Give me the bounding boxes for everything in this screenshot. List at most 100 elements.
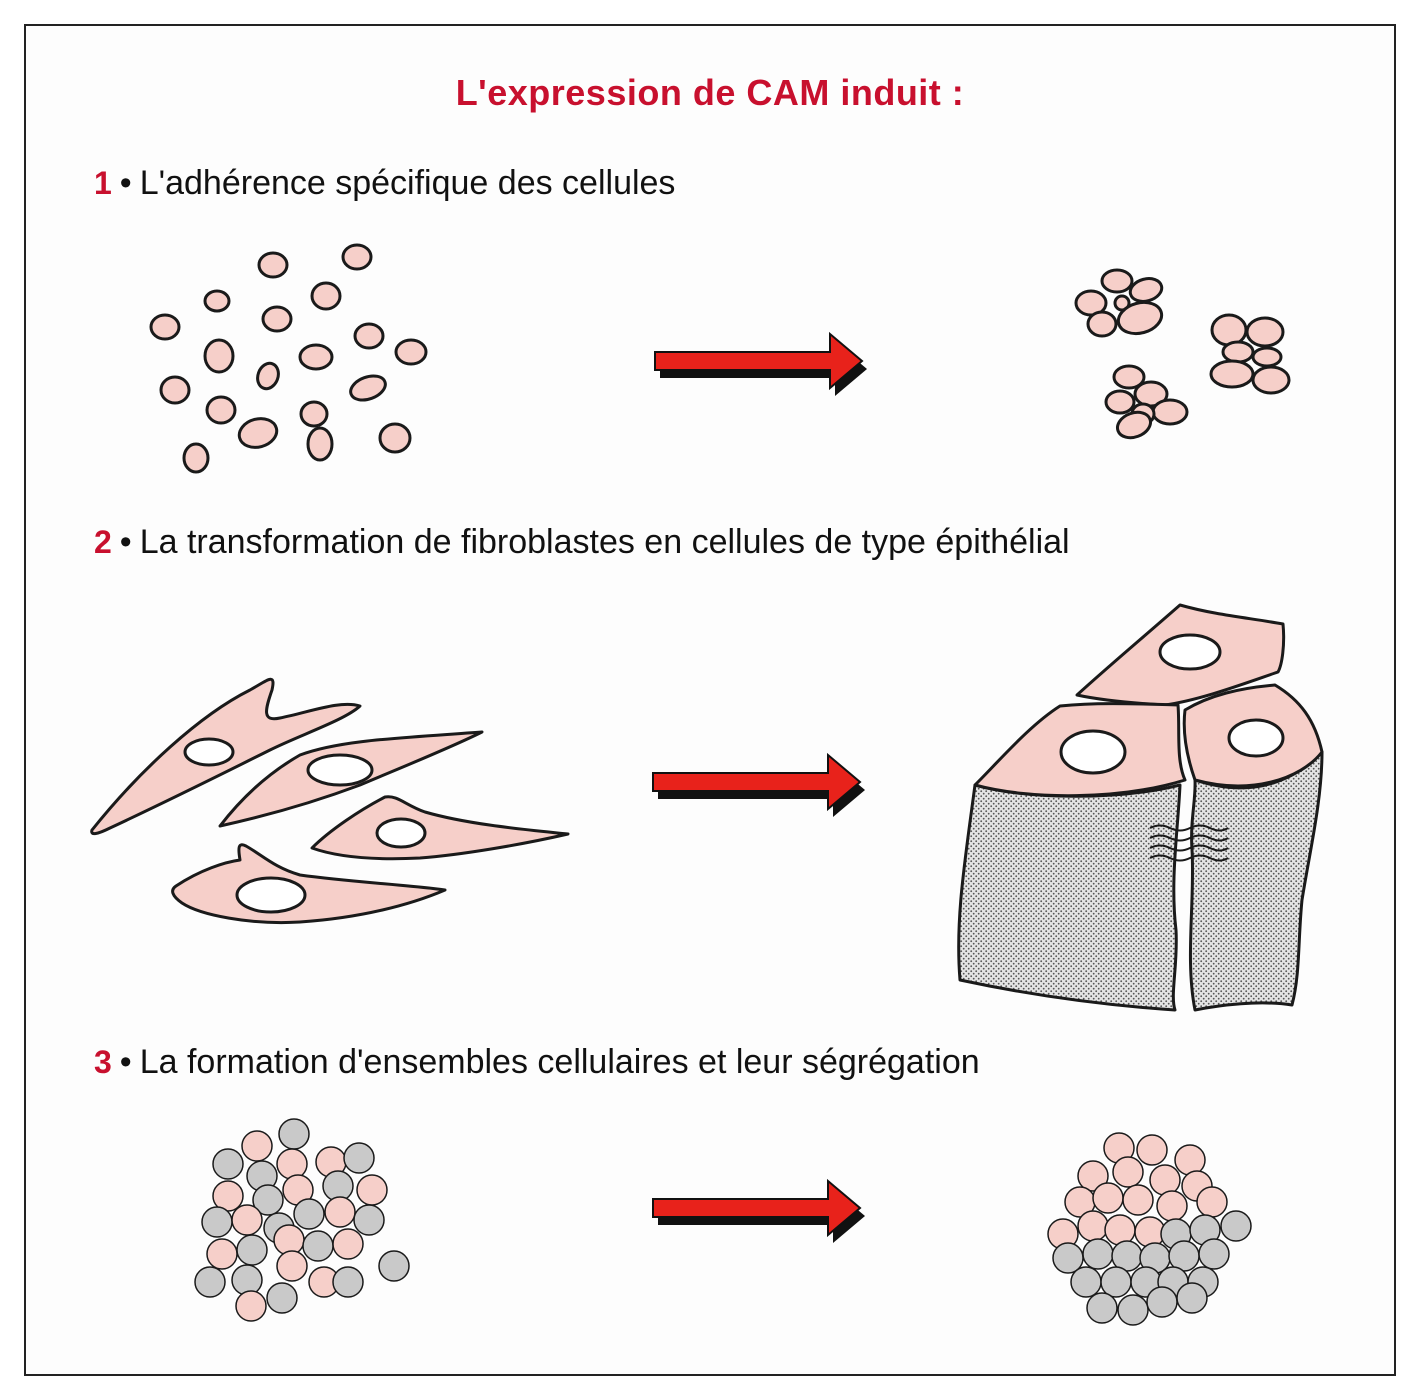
- item-3-text: La formation d'ensembles cellulaires et …: [139, 1043, 980, 1081]
- mixed-cells-group: [194, 1118, 410, 1322]
- cluster-cell: [1210, 313, 1248, 347]
- scattered-cell: [256, 361, 280, 391]
- cluster-cell: [1116, 410, 1152, 440]
- grey-cell: [1198, 1238, 1230, 1270]
- pink-cell: [1136, 1134, 1168, 1166]
- grey-cell: [1117, 1294, 1149, 1326]
- arrow-2: [652, 752, 865, 817]
- grey-cell: [378, 1250, 410, 1282]
- pink-cell: [206, 1238, 238, 1270]
- fibroblasts-group: [90, 677, 570, 924]
- scattered-cell: [298, 343, 334, 371]
- cluster-cell: [1209, 359, 1255, 389]
- scattered-cell: [394, 338, 428, 366]
- arrow-3: [652, 1178, 865, 1243]
- pink-cell: [235, 1290, 267, 1322]
- scattered-cell: [299, 400, 329, 428]
- nucleus: [1227, 718, 1285, 758]
- cluster-cell: [1221, 340, 1255, 364]
- grey-cell: [266, 1282, 298, 1314]
- epithelial-cell-body-left: [957, 783, 1182, 1012]
- epithelial-cells-group: [957, 603, 1324, 1012]
- pink-cell: [1149, 1164, 1181, 1196]
- pink-cell: [332, 1228, 364, 1260]
- item-2-text: La transformation de fibroblastes en cel…: [139, 523, 1070, 561]
- grey-cell: [1100, 1266, 1132, 1298]
- nucleus: [235, 876, 307, 914]
- pink-cell: [1174, 1144, 1206, 1176]
- pink-cell: [276, 1148, 308, 1180]
- item-1-number: 1: [94, 165, 112, 201]
- item-3-number: 3: [94, 1044, 112, 1080]
- pink-cell: [1156, 1190, 1188, 1222]
- epithelial-cell-body-right: [1188, 750, 1324, 1012]
- scattered-cell: [341, 243, 373, 271]
- fibroblast-cell: [310, 795, 570, 861]
- cluster-cell: [1245, 316, 1285, 348]
- pink-cell: [1196, 1186, 1228, 1218]
- fibroblast-cell: [171, 843, 447, 924]
- cluster-cell: [1086, 310, 1118, 338]
- scattered-cell: [159, 375, 191, 405]
- grey-cell: [194, 1266, 226, 1298]
- scattered-cell: [149, 313, 181, 341]
- nucleus: [1158, 633, 1222, 671]
- pink-cell: [231, 1204, 263, 1236]
- figure-title: L'expression de CAM induit :: [455, 72, 965, 113]
- pink-cell: [1077, 1210, 1109, 1242]
- scattered-cells-group: [149, 243, 428, 474]
- fibroblast-cell: [218, 730, 484, 828]
- grey-cell: [231, 1264, 263, 1296]
- cluster-cell: [1112, 364, 1146, 390]
- item-1-bullet: •: [119, 164, 132, 202]
- cluster-cell: [1251, 346, 1283, 368]
- grey-cell: [252, 1184, 284, 1216]
- scattered-cell: [203, 289, 231, 313]
- scattered-cell: [203, 338, 235, 374]
- scattered-cell: [306, 426, 334, 462]
- pink-cell: [324, 1196, 356, 1228]
- item-3-bullet: •: [119, 1043, 132, 1081]
- grey-cell: [343, 1142, 375, 1174]
- item-1-text: L'adhérence spécifique des cellules: [139, 164, 676, 202]
- scattered-cell: [378, 422, 412, 454]
- pink-cell: [1122, 1184, 1154, 1216]
- nucleus: [306, 753, 374, 787]
- cell-junction: [1149, 824, 1229, 862]
- item-2-heading: 2•La transformation de fibroblastes en c…: [94, 523, 1070, 562]
- grey-cell: [353, 1204, 385, 1236]
- grey-cell: [1220, 1210, 1252, 1242]
- grey-cell: [293, 1198, 325, 1230]
- cluster-cell: [1104, 389, 1136, 415]
- item-3-heading: 3•La formation d'ensembles cellulaires e…: [94, 1043, 980, 1082]
- fibroblast-cell: [90, 677, 362, 836]
- pink-cell: [356, 1174, 388, 1206]
- scattered-cell: [182, 442, 210, 474]
- arrow-1: [654, 331, 867, 396]
- grey-cell: [201, 1206, 233, 1238]
- scattered-cell: [310, 281, 342, 311]
- item-2-bullet: •: [119, 523, 132, 561]
- cluster-cell: [1151, 398, 1189, 426]
- scattered-cell: [349, 374, 387, 402]
- item-1-heading: 1•L'adhérence spécifique des cellules: [94, 164, 675, 203]
- cluster-cell: [1251, 365, 1291, 395]
- pink-cell: [1077, 1160, 1109, 1192]
- pink-cell: [276, 1250, 308, 1282]
- grey-cell: [1082, 1238, 1114, 1270]
- scattered-cell: [257, 251, 289, 279]
- grey-cell: [278, 1118, 310, 1150]
- pink-cell: [1092, 1182, 1124, 1214]
- segregated-cells-group: [1047, 1132, 1252, 1326]
- grey-cell: [1176, 1282, 1208, 1314]
- scattered-cell: [237, 417, 279, 449]
- grey-cell: [1146, 1286, 1178, 1318]
- grey-cell: [1086, 1292, 1118, 1324]
- pink-cell: [241, 1130, 273, 1162]
- pink-cell: [1112, 1156, 1144, 1188]
- scattered-cell: [205, 395, 237, 425]
- adhering-clusters-group: [1074, 268, 1291, 440]
- grey-cell: [302, 1230, 334, 1262]
- pink-cell: [273, 1224, 305, 1256]
